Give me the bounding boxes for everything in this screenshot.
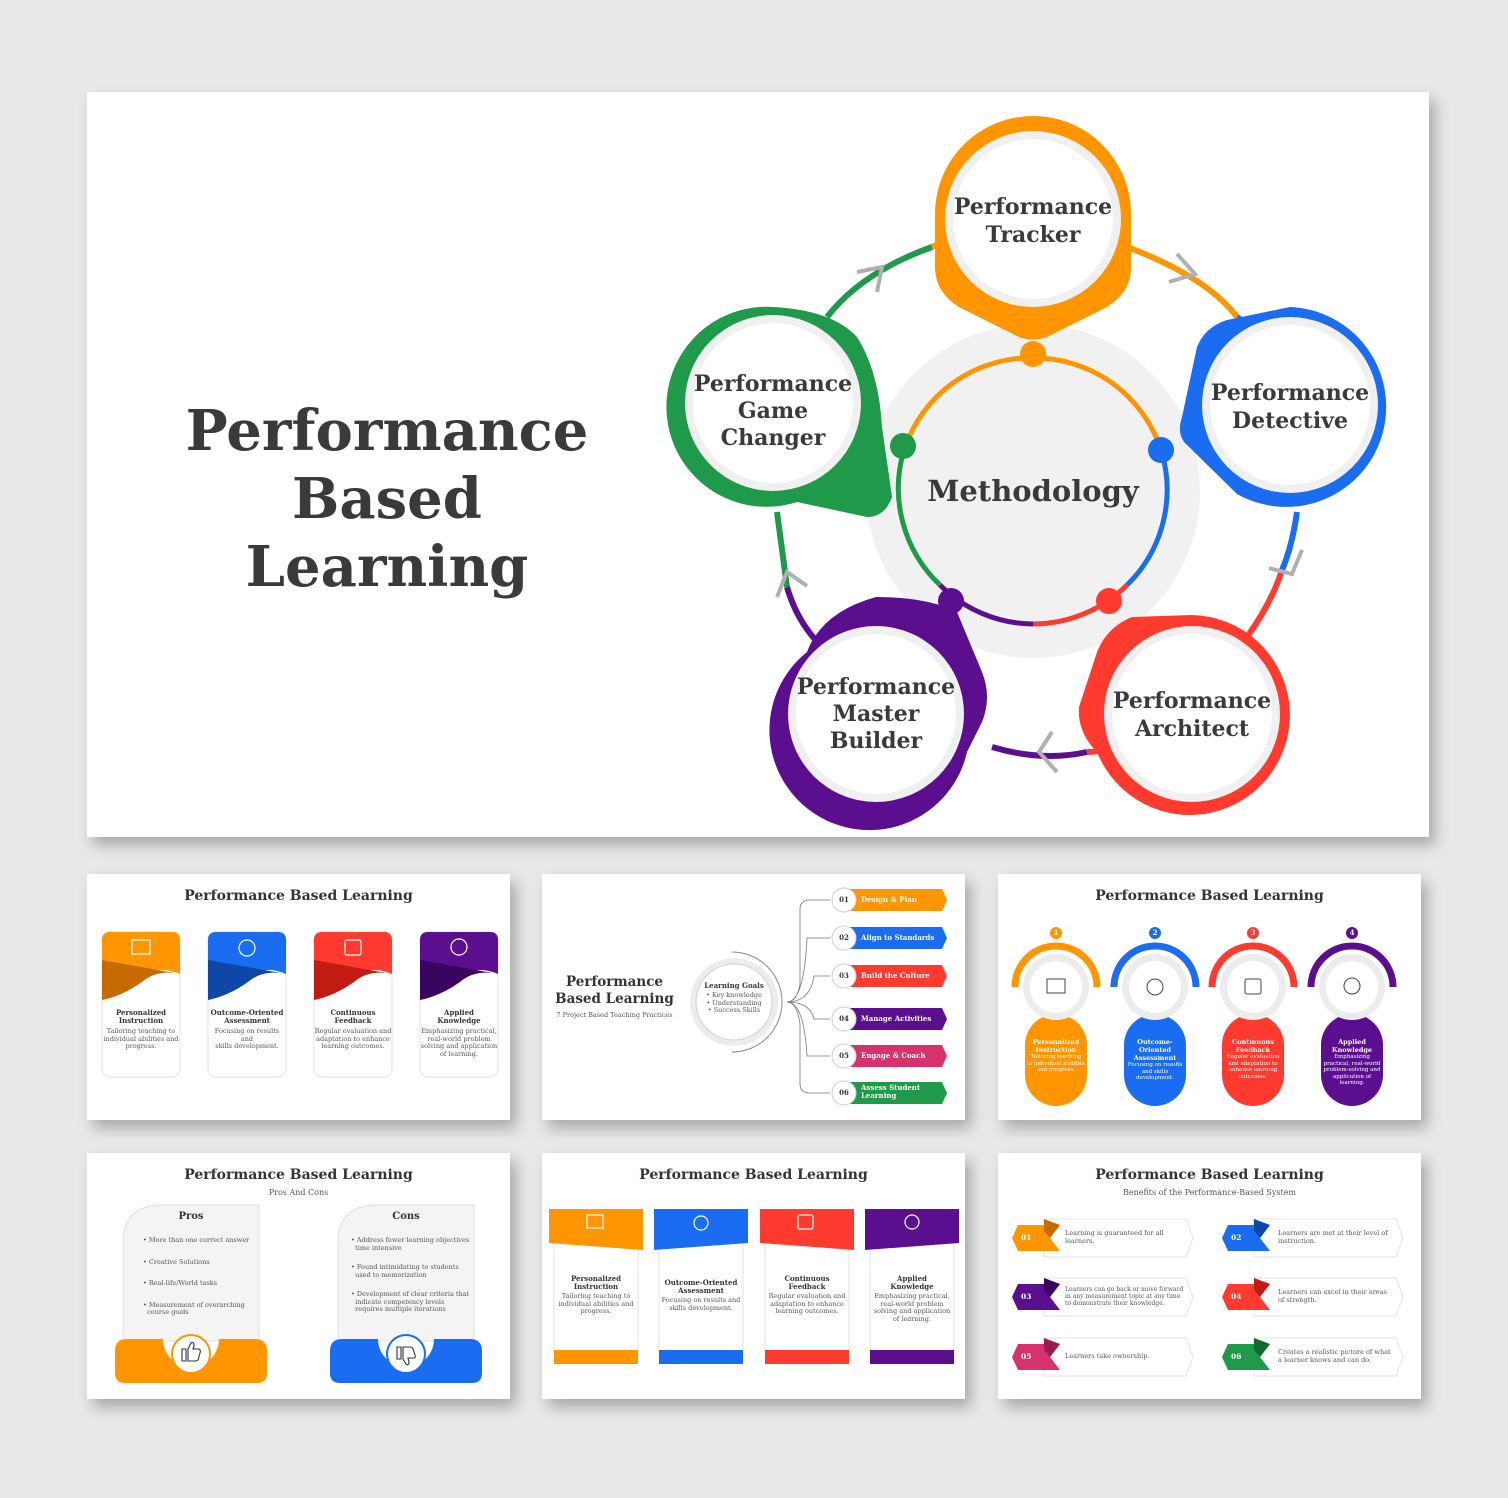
- s6-subtitle: Benefits of the Performance-Based System: [1122, 1188, 1297, 1197]
- node-performance-tracker: Performance Tracker: [935, 116, 1131, 340]
- svg-text:Tracker: Tracker: [986, 222, 1081, 248]
- pros-cons-shapes: [115, 1204, 482, 1383]
- inner-ring: [895, 355, 1170, 627]
- pros-title: Pros: [178, 1211, 204, 1222]
- benefit-5: Learners take ownership.: [1065, 1352, 1150, 1360]
- s2-subtitle: 7 Project Based Teaching Practices: [556, 1011, 673, 1019]
- cons-list: • Address fewer learning objectives time…: [351, 1236, 470, 1313]
- thumb-slide-benefits[interactable]: Performance Based Learning Benefits of t…: [998, 1153, 1421, 1399]
- s5-title: Performance Based Learning: [639, 1167, 868, 1183]
- feedback-people-icon: [344, 939, 362, 956]
- svg-text:Game: Game: [738, 398, 808, 424]
- learning-goals: Learning Goals • Key knowledge • Underst…: [704, 981, 764, 1014]
- s6-title: Performance Based Learning: [1095, 1167, 1324, 1183]
- svg-text:Master: Master: [833, 701, 920, 727]
- thumb-slide-pillars[interactable]: Performance Based Learning: [998, 874, 1421, 1120]
- methodology-cycle-diagram: Methodology Performance T: [666, 116, 1387, 831]
- svg-text:Performance: Performance: [1211, 380, 1369, 406]
- thumbs-up-icon: [181, 1341, 201, 1362]
- target-gears-icon: [238, 939, 256, 957]
- pillar-shapes: [1011, 927, 1397, 1106]
- card-shapes: [101, 931, 499, 1078]
- center-label: Methodology: [927, 474, 1140, 508]
- benefit-shapes: [1012, 1218, 1404, 1377]
- lightbulb-icon: [450, 938, 468, 956]
- node-performance-game-changer: Performance Game Changer: [666, 306, 892, 517]
- svg-text:Changer: Changer: [721, 425, 826, 451]
- thumbs-down-icon: [396, 1346, 416, 1366]
- svg-text:Performance: Performance: [797, 674, 955, 700]
- main-title: Performance Based Learning: [185, 398, 589, 600]
- main-slide: Performance Based Learning Methodology: [87, 92, 1429, 837]
- svg-text:Architect: Architect: [1134, 716, 1250, 742]
- svg-text:Performance: Performance: [694, 371, 852, 397]
- node-performance-architect: Performance Architect: [1078, 615, 1290, 815]
- s4-title: Performance Based Learning: [184, 1167, 413, 1183]
- thumb-title: Performance Based Learning: [184, 888, 413, 904]
- node-performance-master-builder: Performance Master Builder: [769, 597, 987, 831]
- pros-list: • More than one correct answer • Creativ…: [143, 1236, 250, 1316]
- practices-diagram: [690, 887, 947, 1106]
- thumb-slide-pros-cons[interactable]: Performance Based Learning Pros And Cons…: [87, 1153, 510, 1399]
- cons-title: Cons: [392, 1211, 420, 1222]
- center-backdrop: [866, 324, 1200, 658]
- flow-arrows: [775, 252, 1304, 774]
- s3-title: Performance Based Learning: [1095, 888, 1324, 904]
- svg-text:Performance: Performance: [954, 194, 1112, 220]
- banner-card-shapes: [549, 1209, 959, 1364]
- node-performance-detective: Performance Detective: [1179, 307, 1387, 507]
- teacher-board-icon: [131, 939, 151, 955]
- svg-text:Performance: Performance: [1113, 688, 1271, 714]
- s4-subtitle: Pros And Cons: [268, 1188, 329, 1197]
- svg-text:Detective: Detective: [1232, 408, 1348, 434]
- svg-text:Builder: Builder: [830, 728, 923, 754]
- thumb-slide-cards[interactable]: Performance Based Learning: [87, 874, 510, 1120]
